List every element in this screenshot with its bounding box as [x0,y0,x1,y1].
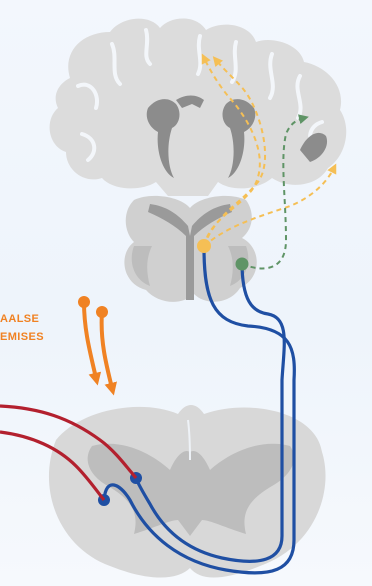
orange-descending-arrows [78,296,112,388]
orange-arrow-2 [102,312,112,388]
aqueduct [186,236,194,300]
spinal-cord [49,405,326,578]
label-line-1: AALSE [0,313,39,325]
yellow-neuron-dot [197,239,211,253]
orange-origin-dot-1 [78,296,90,308]
green-neuron-dot [236,258,249,271]
label-line-2: EMISES [0,331,44,343]
midbrain [124,196,256,302]
cerebrum [50,19,347,197]
orange-origin-dot-2 [96,306,108,318]
orange-arrow-1 [84,302,96,378]
